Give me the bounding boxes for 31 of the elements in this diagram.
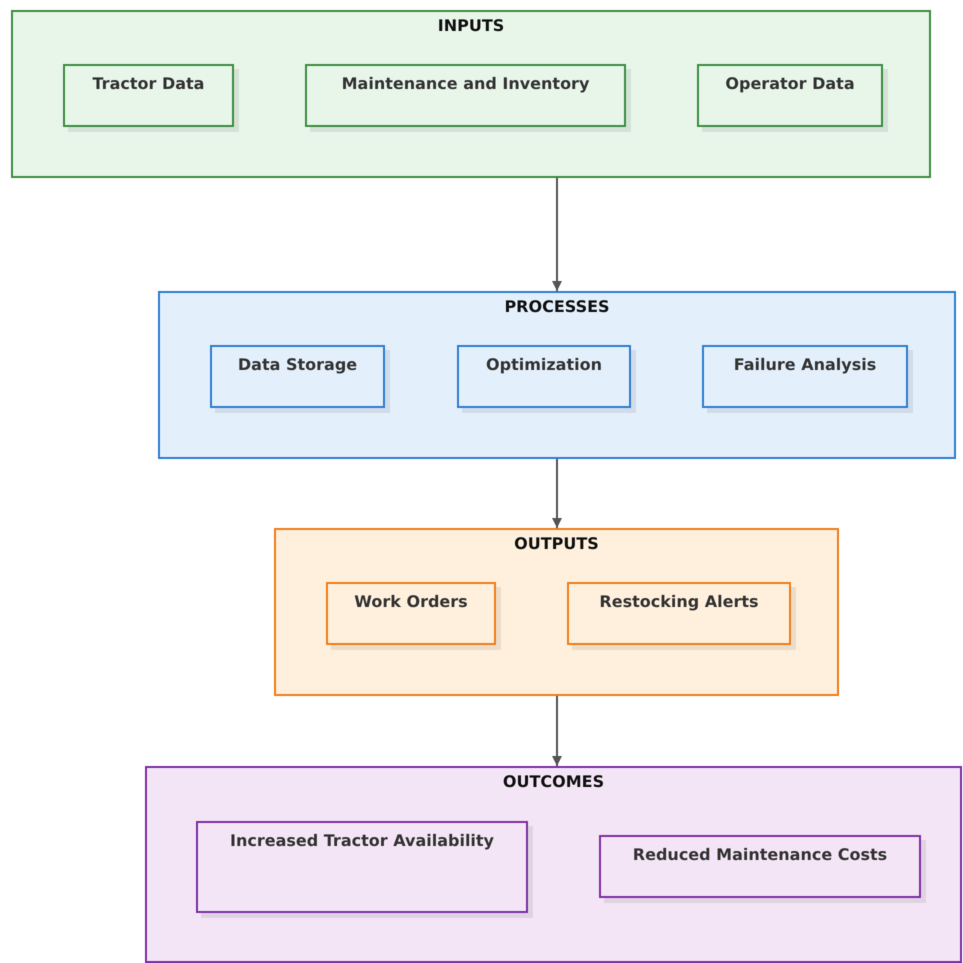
group-panel [274, 528, 839, 696]
process-box [702, 345, 908, 408]
process-box [305, 64, 626, 127]
process-box [210, 345, 385, 408]
process-box [326, 582, 496, 645]
box-label: Reduced Maintenance Costs [632, 844, 888, 866]
group-title: OUTPUTS [513, 534, 600, 553]
arrow [552, 178, 562, 291]
box-label: Failure Analysis [732, 354, 878, 376]
group-panel [158, 291, 956, 459]
box-label: Restocking Alerts [598, 591, 760, 613]
group-title: OUTCOMES [502, 772, 606, 791]
box-label: Increased Tractor Availability [229, 830, 495, 852]
process-box [457, 345, 631, 408]
box-label: Data Storage [236, 354, 358, 376]
group-panel [11, 10, 931, 178]
process-box [599, 835, 921, 898]
group-title: INPUTS [436, 16, 506, 35]
process-box [697, 64, 883, 127]
process-box [63, 64, 234, 127]
arrow [552, 459, 562, 528]
box-label: Operator Data [724, 73, 856, 95]
box-label: Optimization [485, 354, 603, 376]
box-label: Work Orders [353, 591, 469, 613]
group-panel [145, 766, 962, 963]
process-box [196, 821, 528, 913]
box-label: Maintenance and Inventory [340, 73, 590, 95]
group-title: PROCESSES [503, 297, 611, 316]
process-box [567, 582, 791, 645]
arrow [552, 696, 562, 766]
box-label: Tractor Data [92, 73, 206, 95]
